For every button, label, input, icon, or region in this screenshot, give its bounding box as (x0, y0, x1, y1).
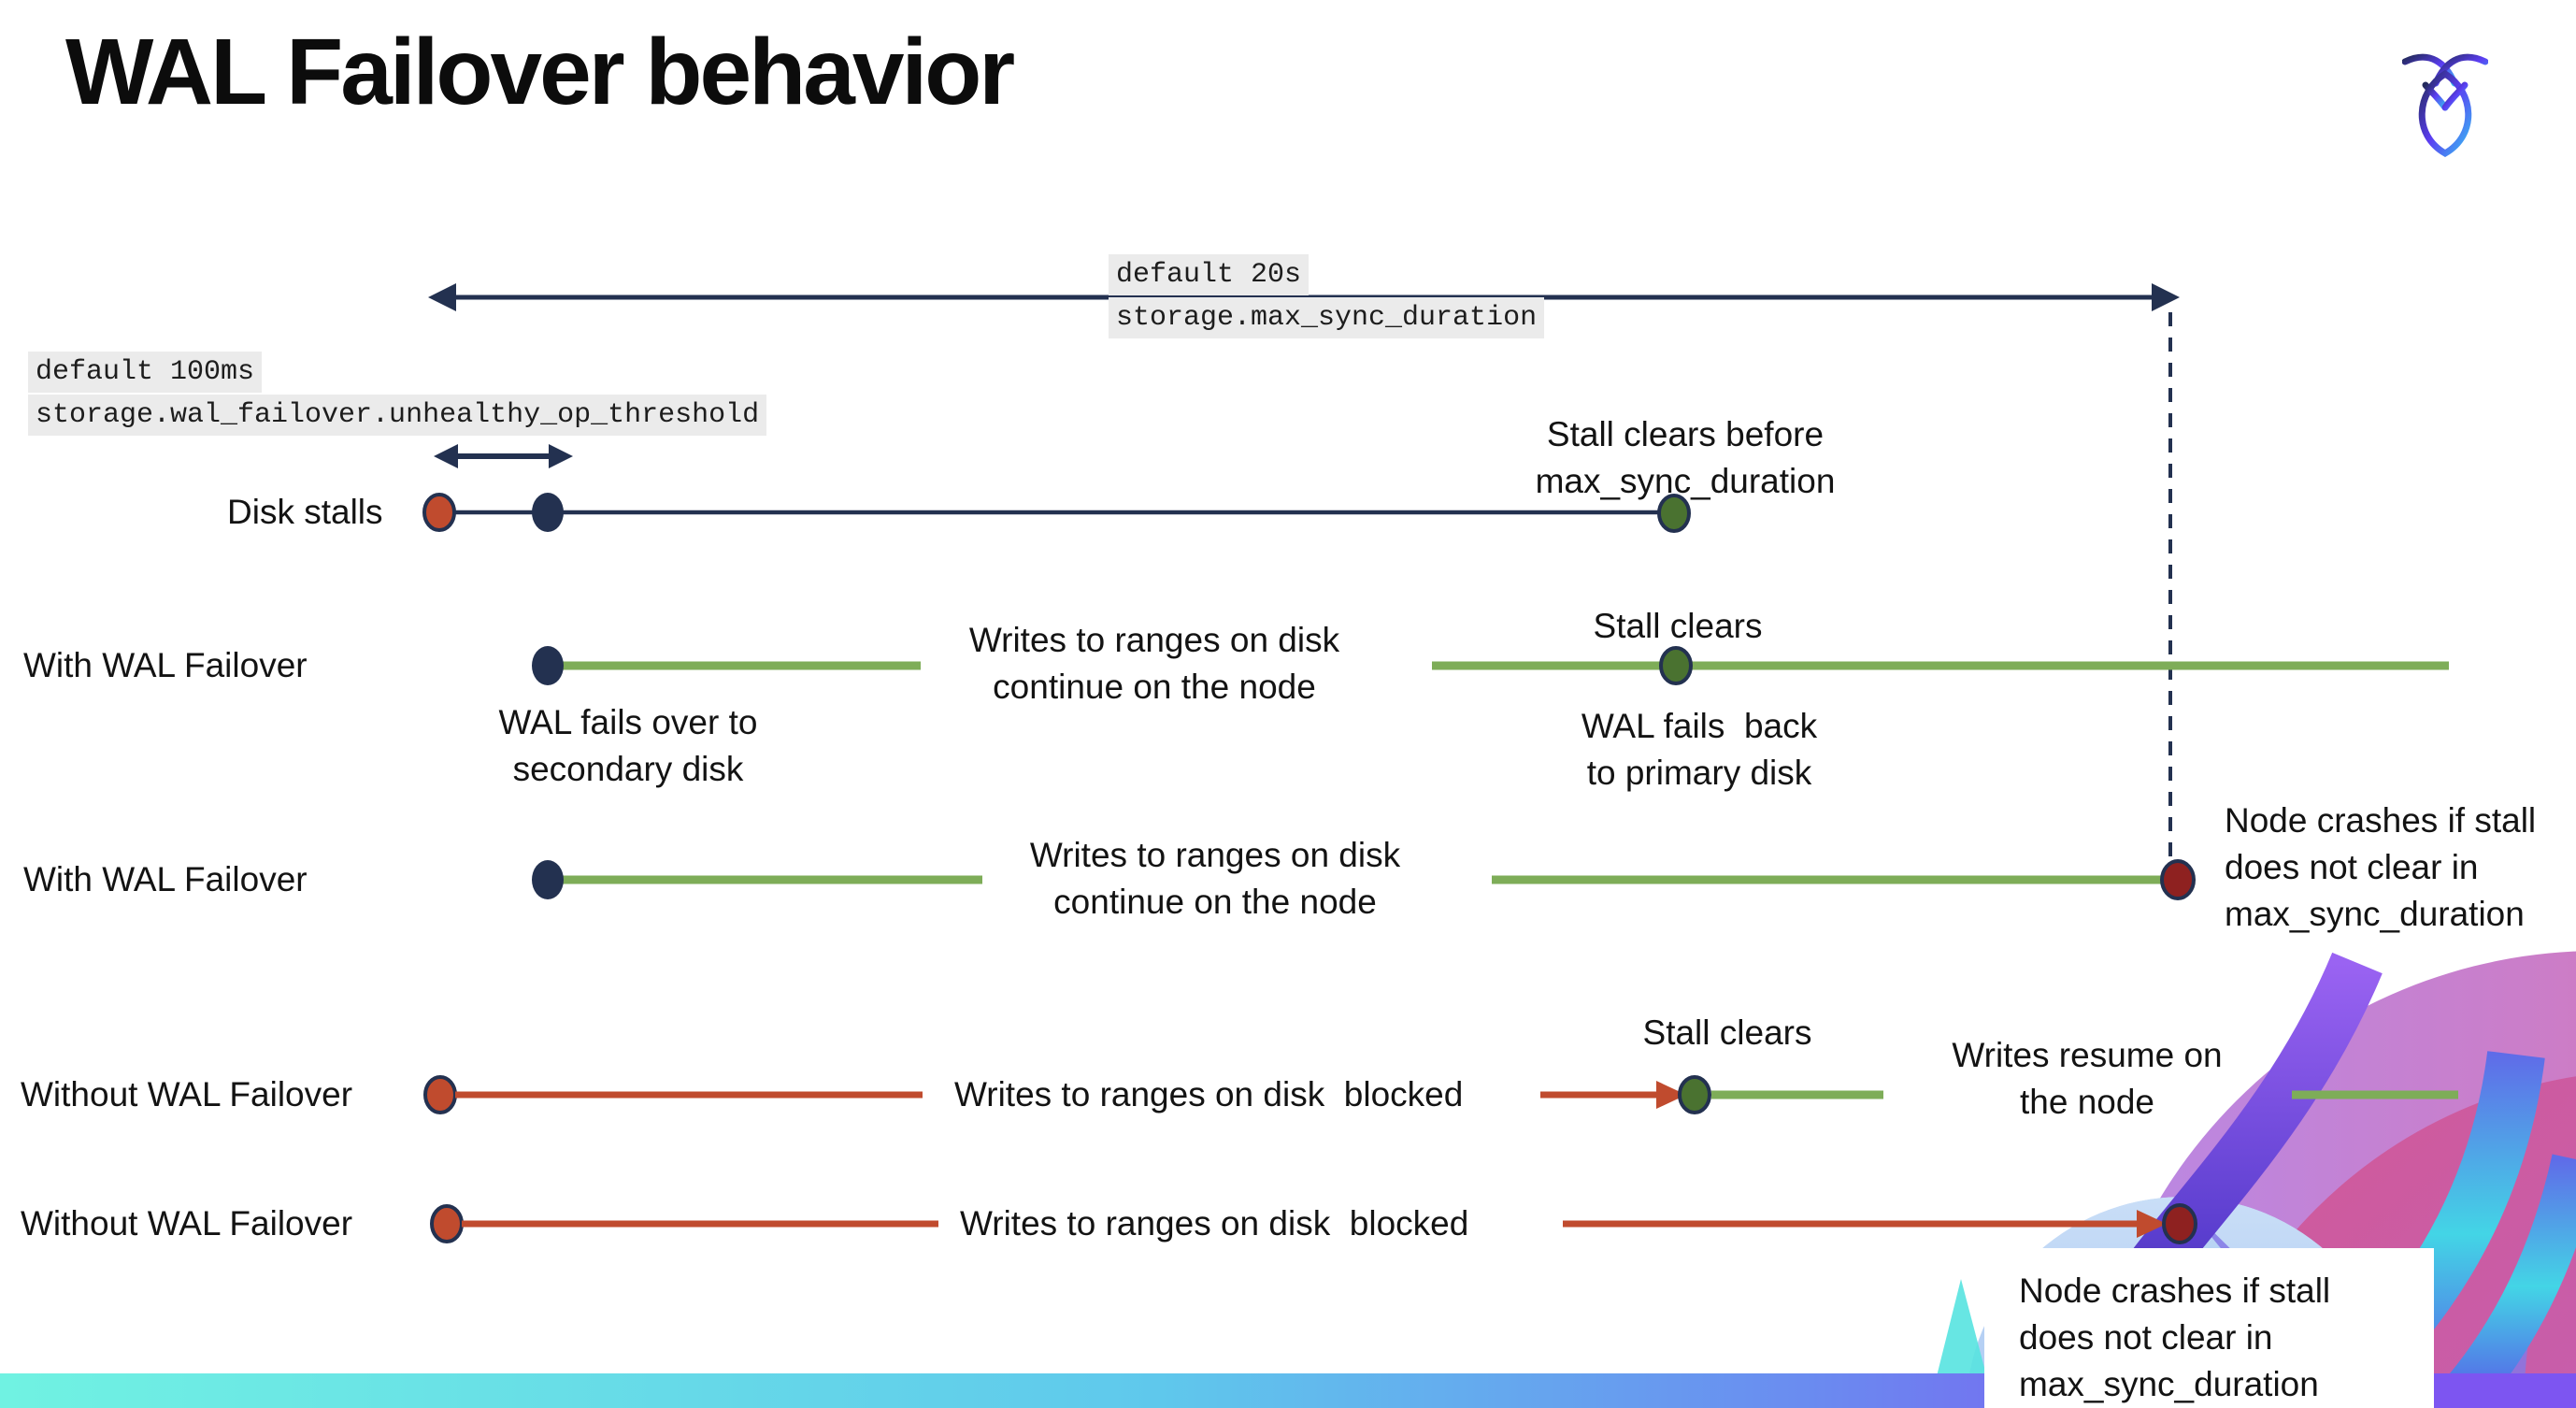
row-label-without-wal-failover-1: Without WAL Failover (21, 1075, 353, 1113)
setting-name: storage.wal_failover.unhealthy_op_thresh… (28, 395, 767, 436)
stall-start-dot (422, 493, 456, 532)
stall-start-dot (430, 1204, 464, 1243)
antenna-right (2432, 53, 2488, 87)
max-sync-duration-label: default 20s storage.max_sync_duration (1109, 254, 1545, 338)
arrow-head-right-icon (549, 444, 573, 468)
arrow-head-left-icon (434, 444, 458, 468)
annotation-wal-fails-back: WAL fails back to primary disk (1581, 707, 1818, 792)
node-crash-callout-box (1984, 1248, 2434, 1408)
setting-name: storage.max_sync_duration (1109, 297, 1545, 338)
page-title: WAL Failover behavior (65, 20, 1015, 124)
stall-start-dot (423, 1075, 457, 1114)
annotation-writes-blocked-1: Writes to ranges on disk blocked (954, 1075, 1464, 1113)
failover-dot (532, 646, 564, 685)
annotation-stall-clears-1: Stall clears (1593, 607, 1763, 645)
row-label-disk-stalls: Disk stalls (227, 493, 383, 531)
stall-clears-dot (1659, 646, 1693, 685)
setting-default-value: default 20s (1109, 254, 1309, 295)
row-label-without-wal-failover-2: Without WAL Failover (21, 1204, 353, 1243)
unhealthy-op-threshold-label: default 100ms storage.wal_failover.unhea… (28, 352, 767, 436)
annotation-stall-clears-2: Stall clears (1642, 1013, 1812, 1052)
stall-clears-dot (1678, 1075, 1711, 1114)
cockroachdb-logo-icon (2402, 53, 2488, 157)
annotation-writes-continue-2: Writes to ranges on disk continue on the… (1029, 836, 1401, 921)
logo-strokes (2402, 53, 2488, 157)
arrow-head-right-icon (2152, 283, 2180, 311)
annotation-node-crashes-1: Node crashes if stall does not clear in … (2225, 801, 2537, 933)
annotation-node-crashes-2: Node crashes if stall does not clear in … (2019, 1272, 2331, 1403)
annotation-stall-clears-before: Stall clears before max_sync_duration (1535, 415, 1836, 500)
body-arm-right (2441, 81, 2469, 111)
node-crash-dot (2160, 859, 2196, 900)
setting-default-value: default 100ms (28, 352, 263, 393)
annotation-writes-blocked-2: Writes to ranges on disk blocked (960, 1204, 1469, 1243)
annotation-wal-fails-over: WAL fails over to secondary disk (498, 703, 758, 788)
arrow-head-right-icon (1656, 1081, 1686, 1109)
annotation-writes-continue-1: Writes to ranges on disk continue on the… (968, 621, 1340, 706)
failover-threshold-dot (532, 493, 564, 532)
annotation-writes-resume: Writes resume on the node (1952, 1036, 2223, 1121)
failover-dot (532, 860, 564, 899)
row-label-with-wal-failover-1: With WAL Failover (23, 646, 308, 684)
arrow-head-left-icon (428, 283, 456, 311)
row-label-with-wal-failover-2: With WAL Failover (23, 860, 308, 898)
